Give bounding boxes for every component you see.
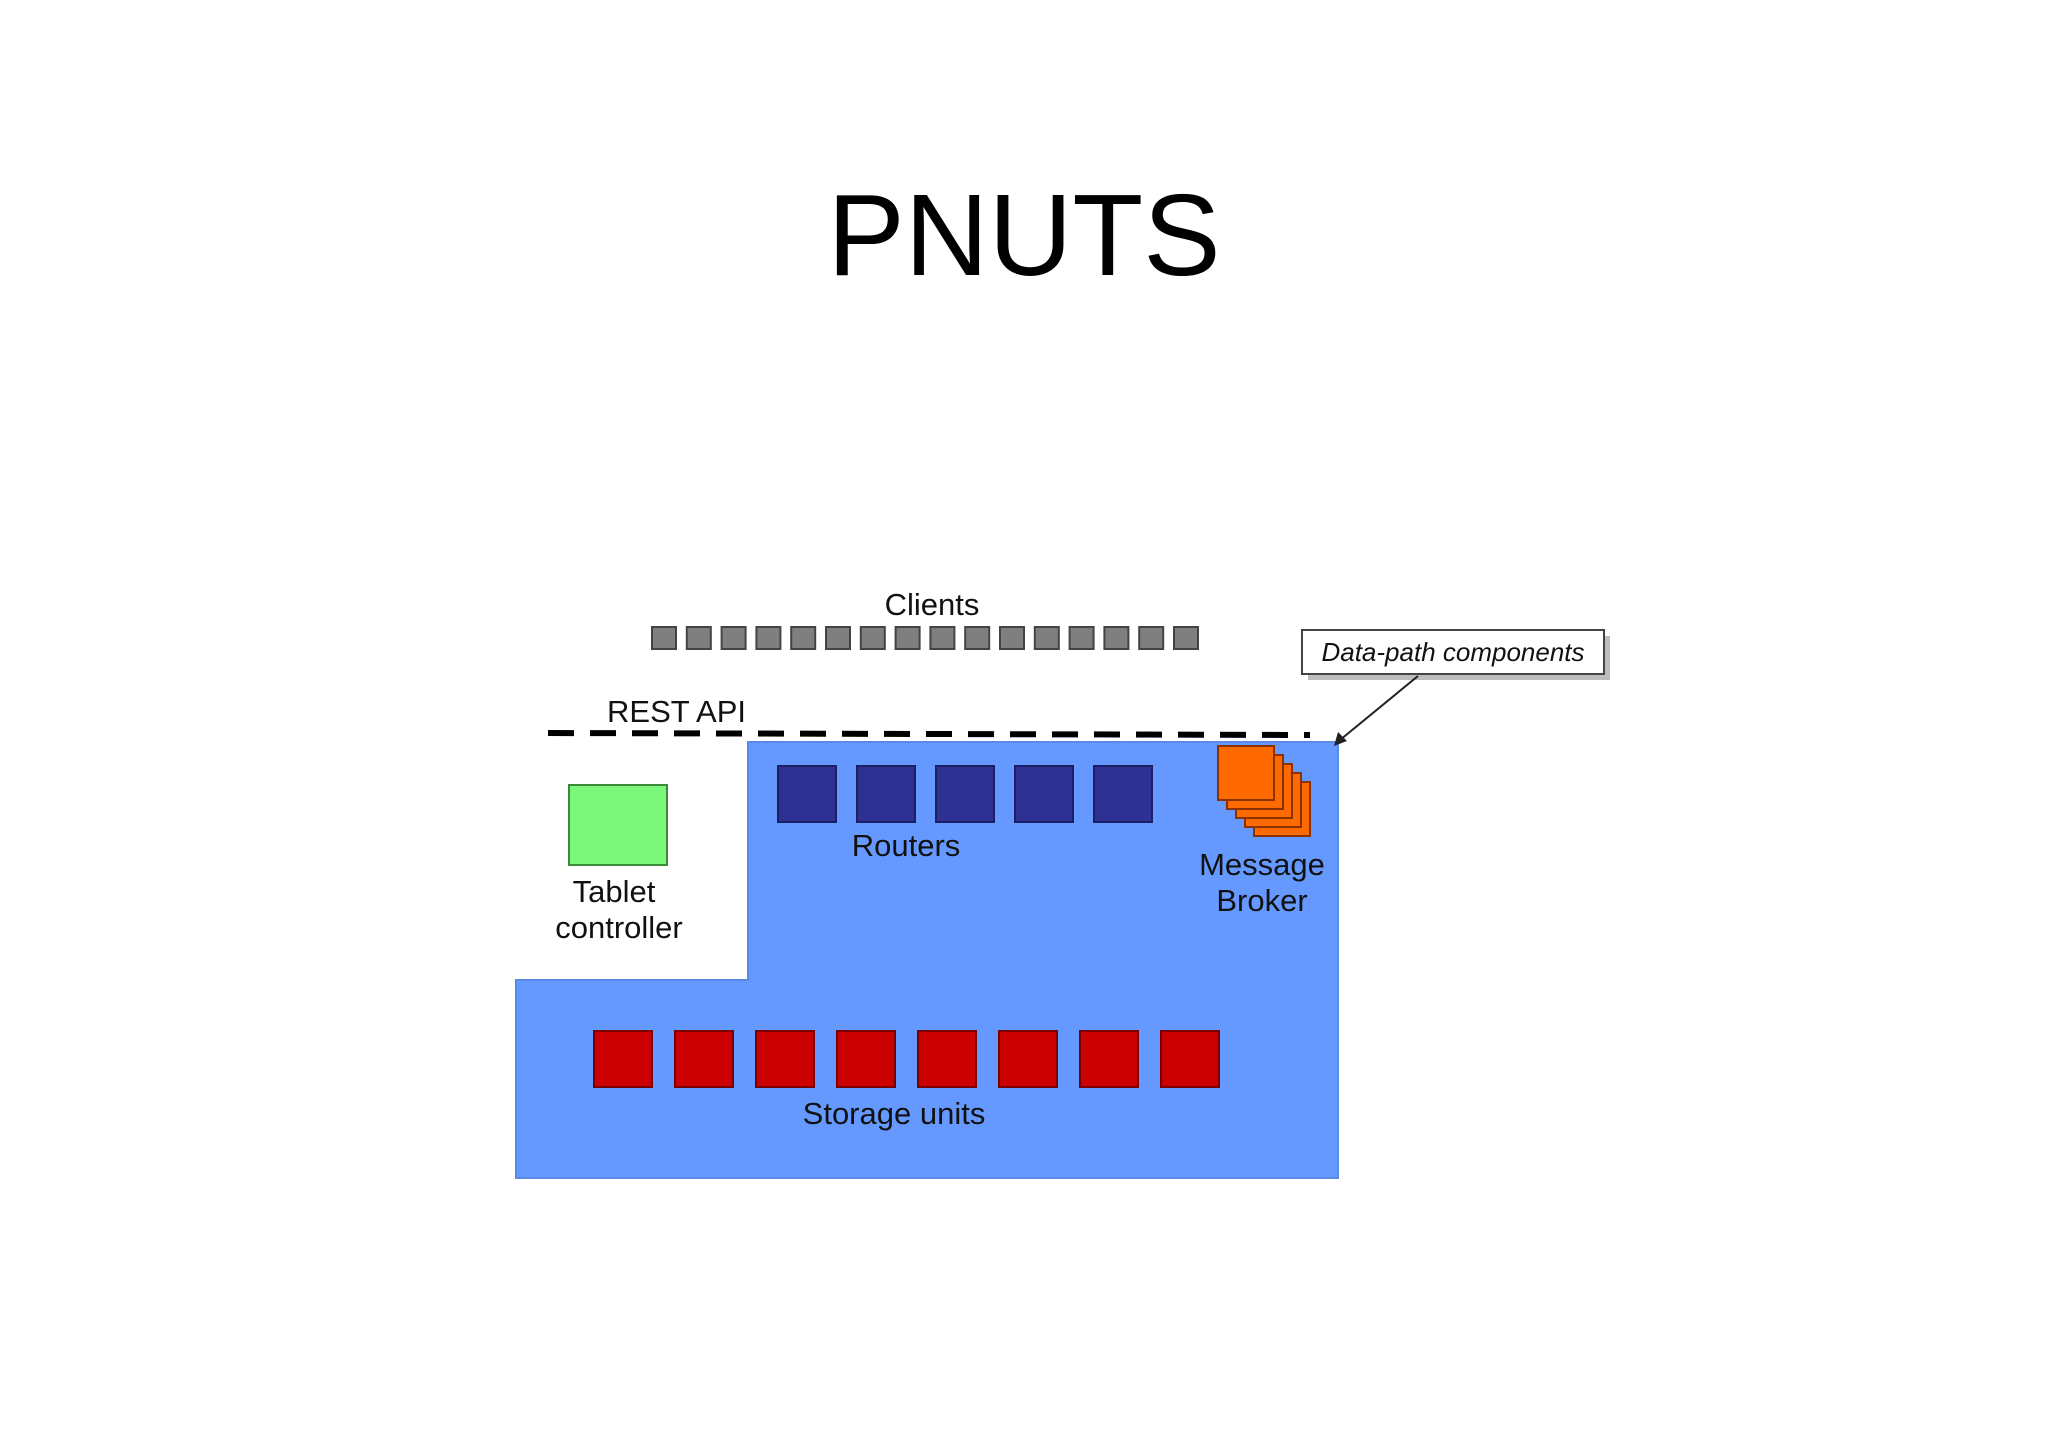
client-node xyxy=(999,626,1025,650)
client-node xyxy=(720,626,747,650)
client-node xyxy=(825,626,851,650)
client-node xyxy=(790,626,817,650)
message-broker-node xyxy=(1217,745,1275,801)
client-node xyxy=(1068,626,1095,650)
client-node xyxy=(964,626,991,650)
storage-unit-node xyxy=(917,1030,977,1088)
tablet-controller-box xyxy=(568,784,668,866)
storage-unit-node xyxy=(1079,1030,1139,1088)
router-node xyxy=(856,765,916,823)
storage-unit-node xyxy=(1160,1030,1220,1088)
routers-label: Routers xyxy=(852,828,961,863)
clients-label: Clients xyxy=(885,587,980,622)
client-node xyxy=(859,626,886,650)
storage-unit-node xyxy=(998,1030,1058,1088)
client-node xyxy=(685,626,712,650)
router-node xyxy=(1093,765,1153,823)
message-broker-label-line1: Message xyxy=(1199,847,1325,882)
tablet-controller-label-line2: controller xyxy=(555,910,683,945)
storage-units-label: Storage units xyxy=(803,1096,986,1131)
clients-row xyxy=(651,626,1199,650)
client-node xyxy=(894,626,921,650)
router-node xyxy=(935,765,995,823)
data-path-callout-arrow xyxy=(1339,675,1419,741)
storage-units-row xyxy=(593,1030,1220,1088)
data-path-callout-box xyxy=(1301,629,1605,675)
storage-unit-node xyxy=(755,1030,815,1088)
client-node xyxy=(929,626,956,650)
client-node xyxy=(651,626,677,650)
data-path-callout-arrowhead xyxy=(1334,732,1347,746)
rest-api-boundary-line xyxy=(547,730,1311,738)
routers-row xyxy=(777,765,1153,823)
slide-title: PNUTS xyxy=(827,170,1221,300)
client-node xyxy=(1033,626,1060,650)
router-node xyxy=(1014,765,1074,823)
client-node xyxy=(755,626,782,650)
storage-unit-node xyxy=(674,1030,734,1088)
router-node xyxy=(777,765,837,823)
client-node xyxy=(1138,626,1165,650)
message-broker-stack xyxy=(1217,745,1311,837)
storage-unit-node xyxy=(593,1030,653,1088)
storage-unit-node xyxy=(836,1030,896,1088)
message-broker-label-line2: Broker xyxy=(1216,883,1307,918)
tablet-controller-label-line1: Tablet xyxy=(573,874,656,909)
data-path-callout-label: Data-path components xyxy=(1321,637,1584,667)
client-node xyxy=(1173,626,1199,650)
client-node xyxy=(1103,626,1130,650)
rest-api-label: REST API xyxy=(607,694,746,729)
